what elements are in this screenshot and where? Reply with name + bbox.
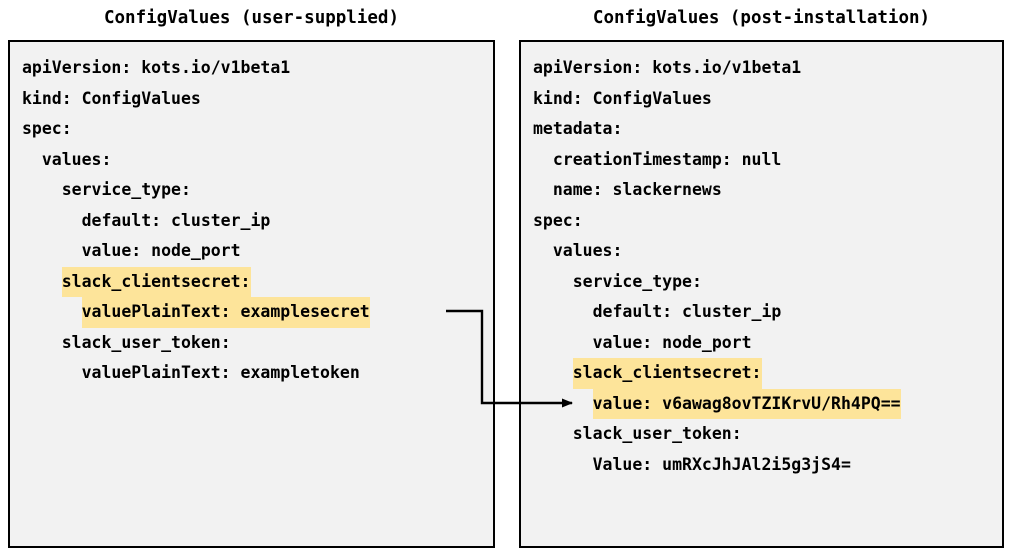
code-line: kind: ConfigValues [22, 84, 493, 115]
code-line-text: metadata: [533, 119, 623, 138]
code-line: slack_user_token: [22, 328, 493, 359]
code-indent [533, 150, 553, 169]
code-line-text: value: node_port [592, 332, 752, 352]
code-line-text: slack_clientsecret: [572, 358, 762, 389]
code-indent [533, 333, 593, 352]
code-line-text: slack_user_token: [572, 424, 742, 443]
code-box-user-supplied: apiVersion: kots.io/v1beta1 kind: ConfigV… [8, 40, 495, 548]
code-line: metadata: [533, 114, 1002, 145]
code-line: Value: umRXcJhJAl2i5g3jS4= [533, 450, 1002, 481]
code-line: value: node_port [22, 236, 493, 267]
code-line: values: [533, 236, 1002, 267]
code-line: slack_clientsecret: [22, 266, 493, 297]
code-indent [533, 394, 593, 413]
code-line: values: [22, 145, 493, 176]
code-line-text: spec: [533, 210, 583, 230]
code-indent [533, 180, 553, 199]
code-indent [22, 363, 82, 382]
code-line-text: apiVersion: kots.io/v1beta1 [533, 58, 802, 77]
code-line-text: slack_clientsecret: [61, 266, 251, 297]
code-lines-user-supplied: apiVersion: kots.io/v1beta1 kind: ConfigV… [10, 42, 493, 389]
code-line: default: cluster_ip [22, 206, 493, 237]
code-indent [22, 241, 82, 260]
code-indent [533, 455, 593, 474]
code-line: slack_user_token: [533, 419, 1002, 450]
code-line-text: kind: ConfigValues [533, 88, 712, 108]
code-lines-post-installation: apiVersion: kots.io/v1beta1 kind: ConfigV… [521, 42, 1002, 481]
code-line-text: value: v6awag8ovTZIKrvU/Rh4PQ== [592, 388, 901, 419]
code-line: service_type: [22, 175, 493, 206]
code-line: kind: ConfigValues [533, 84, 1002, 115]
code-line-text: value: node_port [81, 241, 241, 260]
code-indent [22, 150, 42, 169]
code-indent [533, 424, 573, 443]
code-line-text: service_type: [572, 271, 702, 291]
code-line: valuePlainText: examplesecret [22, 297, 493, 328]
code-line-text: apiVersion: kots.io/v1beta1 [22, 58, 291, 77]
code-line-text: slack_user_token: [61, 332, 231, 352]
code-indent [533, 363, 573, 382]
code-line-text: default: cluster_ip [81, 210, 271, 230]
code-line-text: service_type: [61, 180, 191, 199]
code-line: spec: [22, 114, 493, 145]
code-indent [22, 180, 62, 199]
code-line: apiVersion: kots.io/v1beta1 [22, 53, 493, 84]
code-line: name: slackernews [533, 175, 1002, 206]
code-indent [22, 333, 62, 352]
code-line-text: kind: ConfigValues [22, 88, 201, 108]
code-line-text: spec: [22, 119, 72, 138]
code-indent [533, 272, 573, 291]
code-line-text: valuePlainText: exampletoken [81, 363, 360, 382]
code-line: slack_clientsecret: [533, 358, 1002, 389]
code-indent [533, 302, 593, 321]
panel-title-user-supplied: ConfigValues (user-supplied) [103, 8, 399, 28]
code-indent [22, 211, 82, 230]
panel-title-post-installation: ConfigValues (post-installation) [592, 8, 931, 28]
panel-config-values-post-installation: ConfigValues (post-installation) apiVers… [519, 8, 1004, 548]
code-line: value: v6awag8ovTZIKrvU/Rh4PQ== [533, 388, 1002, 419]
code-line-text: values: [41, 149, 112, 169]
code-line: valuePlainText: exampletoken [22, 358, 493, 389]
code-line-text: name: slackernews [552, 180, 722, 199]
code-line-text: default: cluster_ip [592, 302, 782, 321]
code-line: creationTimestamp: null [533, 145, 1002, 176]
panel-config-values-user-supplied: ConfigValues (user-supplied) apiVersion:… [8, 8, 495, 548]
code-line: value: node_port [533, 328, 1002, 359]
code-box-post-installation: apiVersion: kots.io/v1beta1 kind: ConfigV… [519, 40, 1004, 548]
code-line: default: cluster_ip [533, 297, 1002, 328]
code-line: apiVersion: kots.io/v1beta1 [533, 53, 1002, 84]
code-indent [22, 302, 82, 321]
code-indent [533, 241, 553, 260]
code-indent [22, 272, 62, 291]
code-line: service_type: [533, 267, 1002, 298]
code-line-text: creationTimestamp: null [552, 149, 782, 169]
code-line-text: valuePlainText: examplesecret [81, 297, 370, 328]
code-line-text: Value: umRXcJhJAl2i5g3jS4= [592, 454, 851, 474]
code-line-text: values: [552, 241, 623, 260]
code-line: spec: [533, 206, 1002, 237]
